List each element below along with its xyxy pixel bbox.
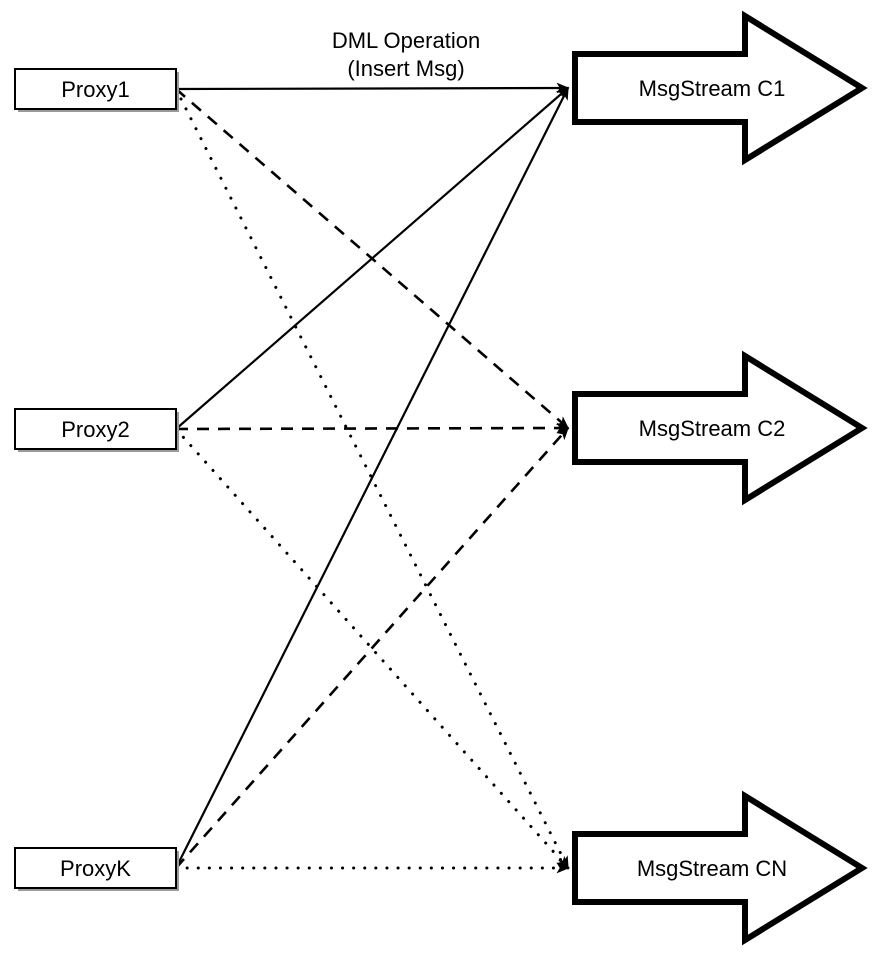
- edge-proxy1-to-stream_cn: [174, 87, 570, 870]
- proxy-label-proxyk: ProxyK: [60, 856, 131, 881]
- proxy-label-proxy2: Proxy2: [61, 417, 129, 442]
- dml-operation-label-line2: (Insert Msg): [347, 56, 464, 81]
- msgstream-label-stream_cn: MsgStream CN: [637, 856, 787, 881]
- proxy-box-outline: [14, 408, 177, 450]
- proxy-node-proxyk[interactable]: ProxyK: [14, 847, 179, 891]
- msgstream-node-stream_c2[interactable]: MsgStream C2: [572, 350, 868, 506]
- msgstream-arrow-shape: [572, 790, 868, 946]
- msgstream-label-stream_c1: MsgStream C1: [639, 76, 786, 101]
- msgstream-node-stream_cn[interactable]: MsgStream CN: [572, 790, 868, 946]
- connector-edges: [174, 82, 570, 874]
- proxy-node-proxy1[interactable]: Proxy1: [14, 68, 179, 112]
- proxy-box-outline: [14, 68, 177, 110]
- edge-proxyk-to-stream_c1: [175, 86, 569, 869]
- msgstream-label-stream_c2: MsgStream C2: [639, 416, 786, 441]
- proxy-label-proxy1: Proxy1: [61, 77, 129, 102]
- edge-proxyk-to-stream_c2: [175, 426, 569, 869]
- msgstream-nodes: MsgStream C1 MsgStream C2 MsgStream CN: [572, 10, 868, 946]
- edge-proxy2-to-stream_c1: [175, 87, 570, 430]
- dml-operation-label: DML Operation (Insert Msg): [332, 28, 480, 81]
- msgstream-arrow-shape: [572, 10, 868, 166]
- edge-proxy1-to-stream_c1: [175, 82, 570, 94]
- msgstream-arrow-shape: [572, 350, 868, 506]
- msgstream-node-stream_c1[interactable]: MsgStream C1: [572, 10, 868, 166]
- proxy-node-proxy2[interactable]: Proxy2: [14, 408, 179, 452]
- proxy-box-outline: [14, 847, 177, 889]
- edge-proxy2-to-stream_c2: [175, 422, 570, 434]
- dml-operation-label-line1: DML Operation: [332, 28, 480, 53]
